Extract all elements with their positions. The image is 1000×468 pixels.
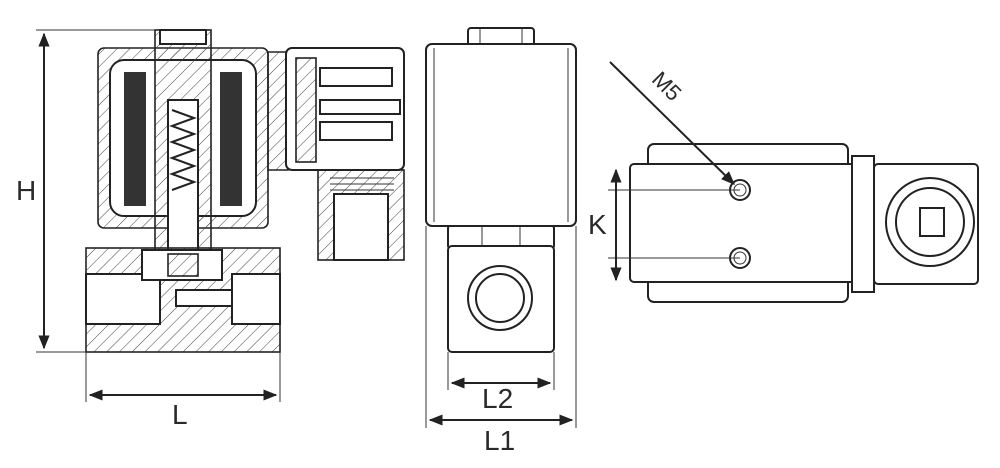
port-left bbox=[85, 273, 161, 325]
dimension-l: L bbox=[85, 352, 281, 430]
gland-bore bbox=[333, 193, 389, 261]
dimension-l2: L2 bbox=[447, 352, 555, 414]
dimension-l1: L1 bbox=[425, 226, 577, 456]
side-view bbox=[629, 143, 979, 303]
label-l1: L1 bbox=[484, 425, 515, 456]
label-h: H bbox=[16, 175, 36, 206]
label-k: K bbox=[588, 209, 607, 240]
front-view bbox=[425, 27, 577, 353]
coil-front bbox=[425, 43, 577, 227]
label-m5: M5 bbox=[647, 67, 686, 106]
connector-arm bbox=[267, 51, 289, 171]
hex-nut bbox=[447, 225, 555, 249]
spring bbox=[169, 109, 197, 191]
dimension-h: H bbox=[16, 29, 155, 353]
port-inner bbox=[475, 273, 525, 323]
coil-winding-right bbox=[220, 72, 242, 206]
port-right bbox=[231, 273, 281, 325]
gland-insert bbox=[919, 207, 945, 237]
plunger-bore bbox=[167, 99, 199, 251]
connector-pin-1 bbox=[319, 67, 393, 87]
core-cap bbox=[159, 29, 207, 45]
connector-pin-2 bbox=[319, 99, 401, 115]
gland-thread bbox=[330, 177, 394, 191]
label-l2: L2 bbox=[482, 383, 513, 414]
connector-pin-3 bbox=[319, 121, 393, 141]
section-view bbox=[85, 29, 405, 353]
label-l: L bbox=[172, 399, 188, 430]
plunger-tip bbox=[167, 253, 199, 277]
connector-collar bbox=[851, 155, 875, 293]
connector-wall bbox=[295, 57, 317, 163]
coil-winding-left bbox=[124, 72, 146, 206]
orifice bbox=[175, 289, 233, 307]
dimension-k: K bbox=[588, 168, 740, 282]
